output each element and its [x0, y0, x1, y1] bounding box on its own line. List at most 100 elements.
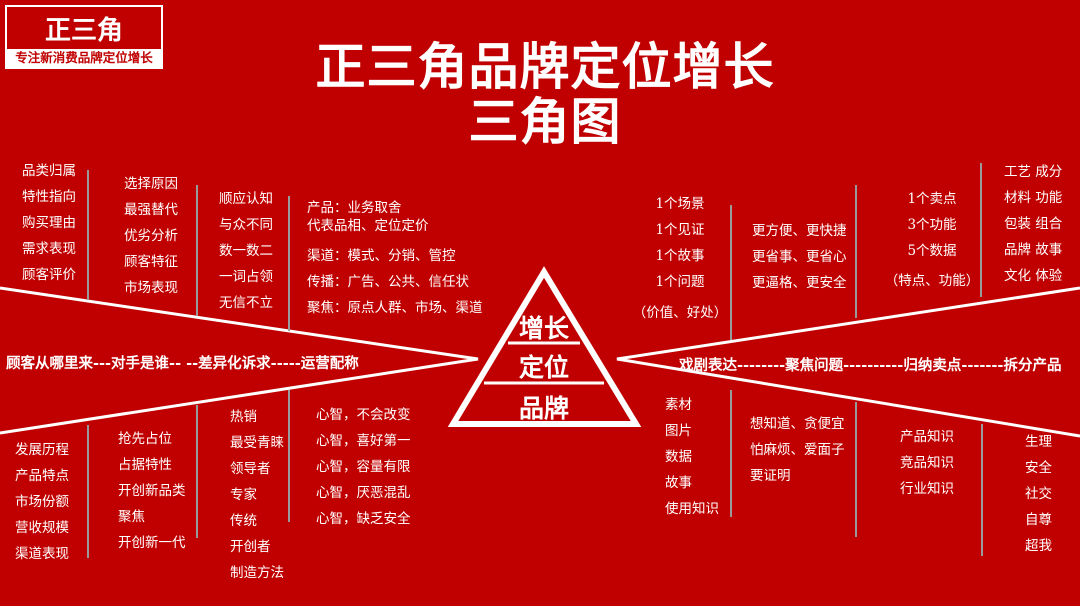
list-item: 与众不同	[219, 217, 273, 233]
right-top-column-4: 工艺 成分材料 功能包装 组合品牌 故事文化 体验	[1004, 159, 1062, 289]
list-item: 更逼格、更安全	[752, 275, 847, 291]
right-bottom-column-4: 生理安全社交自尊超我	[1025, 429, 1052, 559]
list-item: 市场表现	[124, 280, 178, 296]
left-wedge	[0, 286, 479, 435]
list-item: 社交	[1025, 486, 1052, 502]
list-item: 1个见证	[655, 222, 705, 238]
list-item: 5个数据	[907, 243, 957, 259]
left-bottom-column-3: 热销最受青睐领导者专家传统开创者制造方法	[230, 404, 284, 586]
list-item: （价值、好处）	[632, 305, 728, 321]
page-subtitle: 三角图	[468, 93, 622, 151]
logo-name: 正三角	[44, 16, 123, 46]
right-top-column-2: 更方便、更快捷更省事、更省心更逼格、更安全	[752, 218, 847, 296]
list-item: 素材	[665, 397, 692, 413]
list-item: 行业知识	[900, 481, 954, 497]
list-item: 特性指向	[22, 189, 76, 205]
list-item: 发展历程	[15, 442, 69, 458]
list-item: 产品知识	[900, 429, 954, 445]
list-item: 制造方法	[230, 565, 284, 581]
list-item: 最强替代	[124, 202, 178, 218]
list-item: 开创新品类	[118, 483, 186, 499]
logo: 正三角 专注新消费品牌定位增长	[5, 5, 163, 69]
list-item: 渠道：模式、分销、管控	[307, 248, 456, 264]
right-bottom-column-2: 想知道、贪便宜怕麻烦、爱面子要证明	[750, 411, 845, 489]
list-item: 最受青睐	[230, 435, 284, 451]
list-item: 更方便、更快捷	[752, 223, 847, 239]
left-top-column-3: 顺应认知与众不同数一数二一词占领无信不立	[219, 186, 273, 316]
list-item: 品牌 故事	[1004, 242, 1063, 258]
list-item: 开创者	[230, 539, 271, 555]
list-item: 心智，容量有限	[316, 459, 411, 475]
list-item: 聚焦	[118, 509, 145, 525]
list-item: 顾客特征	[124, 254, 178, 270]
list-item: 选择原因	[124, 176, 178, 192]
list-item: 优劣分析	[124, 228, 178, 244]
list-item: 热销	[230, 409, 257, 425]
list-item: 聚焦：原点人群、市场、渠道	[307, 300, 483, 316]
list-item: 生理	[1025, 434, 1052, 450]
list-item: 安全	[1025, 460, 1052, 476]
left-top-column-2: 选择原因最强替代优劣分析顾客特征市场表现	[124, 171, 178, 301]
list-item: 自尊	[1025, 512, 1052, 528]
list-item: 代表品相、定位定价	[307, 218, 429, 234]
list-item: 使用知识	[665, 501, 719, 517]
list-item: 传播：广告、公共、信任状	[307, 274, 469, 290]
list-item: 心智，厌恶混乱	[316, 485, 411, 501]
list-item: 专家	[230, 487, 257, 503]
list-item: 心智，缺乏安全	[316, 511, 411, 527]
list-item: 数一数二	[219, 243, 273, 259]
left-bottom-column-2: 抢先占位占据特性开创新品类聚焦开创新一代	[118, 426, 186, 556]
list-item: 心智，不会改变	[316, 407, 411, 423]
pyramid-top-label: 增长	[518, 314, 569, 343]
list-item: 传统	[230, 513, 257, 529]
logo-slogan: 专注新消费品牌定位增长	[7, 49, 161, 67]
list-item: 1个场景	[655, 196, 705, 212]
left-top-column-1: 品类归属特性指向购买理由需求表现顾客评价	[22, 158, 76, 288]
right-top-column-1: 1个场景 1个见证 1个故事 1个问题 （价值、好处）	[630, 191, 730, 326]
list-item: 顾客评价	[22, 267, 76, 283]
left-bottom-column-4: 心智，不会改变心智，喜好第一心智，容量有限心智，厌恶混乱心智，缺乏安全	[316, 402, 411, 532]
right-bottom-column-3: 产品知识竞品知识行业知识	[900, 424, 954, 502]
list-item: 无信不立	[219, 295, 273, 311]
right-axis-label: 戏剧表达--------聚焦问题----------归纳卖点-------拆分产…	[679, 358, 1062, 374]
page-title: 正三角品牌定位增长	[315, 38, 775, 96]
list-item: 产品：业务取舍	[307, 200, 402, 216]
list-item: 抢先占位	[118, 431, 172, 447]
list-item: 数据	[665, 449, 692, 465]
list-item: 文化 体验	[1004, 268, 1063, 284]
list-item: 竞品知识	[900, 455, 954, 471]
list-item: 更省事、更省心	[752, 249, 847, 265]
list-item: 一词占领	[219, 269, 273, 285]
list-item: 怕麻烦、爱面子	[750, 442, 845, 458]
list-item: 顺应认知	[219, 191, 273, 207]
list-item: 超我	[1025, 538, 1052, 554]
list-item: 领导者	[230, 461, 271, 477]
list-item: 故事	[665, 475, 692, 491]
list-item: 材料 功能	[1004, 190, 1063, 206]
list-item: 包装 组合	[1004, 216, 1063, 232]
list-item: 工艺 成分	[1004, 164, 1063, 180]
list-item: 产品特点	[15, 468, 69, 484]
column-dividers	[87, 163, 983, 558]
pyramid-icon	[447, 266, 642, 427]
list-item: 营收规模	[15, 520, 69, 536]
list-item: 3个功能	[907, 217, 957, 233]
list-item: （特点、功能）	[884, 273, 980, 289]
list-item: 1个问题	[655, 274, 705, 290]
list-item: 渠道表现	[15, 546, 69, 562]
list-item: 品类归属	[22, 163, 76, 179]
pyramid-bottom-label: 品牌	[518, 394, 569, 423]
right-wedge	[616, 286, 1080, 438]
list-item: 想知道、贪便宜	[750, 416, 845, 432]
list-item: 1个故事	[655, 248, 705, 264]
list-item: 要证明	[750, 468, 791, 484]
pyramid-middle-label: 定位	[518, 353, 569, 382]
right-bottom-column-1: 素材图片数据故事使用知识	[665, 392, 719, 522]
left-top-column-4: 产品：业务取舍代表品相、定位定价渠道：模式、分销、管控传播：广告、公共、信任状聚…	[307, 199, 483, 321]
list-item: 购买理由	[22, 215, 76, 231]
list-item: 心智，喜好第一	[316, 433, 411, 449]
list-item: 市场份额	[15, 494, 69, 510]
list-item: 图片	[665, 423, 692, 439]
